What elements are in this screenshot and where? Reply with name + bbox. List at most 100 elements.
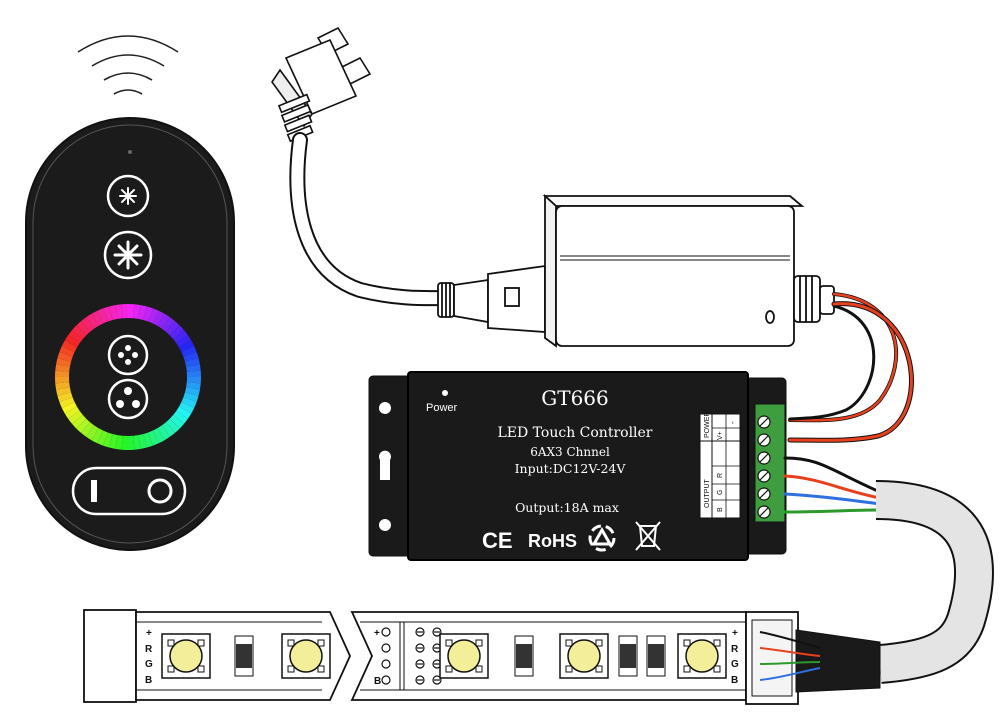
color-ring-segment [81, 317, 95, 332]
color-ring-segment [61, 340, 77, 353]
led-chip [439, 633, 489, 679]
brightness-down-button[interactable] [106, 174, 150, 218]
led-chip [559, 633, 609, 679]
color-ring-segment [109, 433, 118, 449]
brightness-up-button[interactable] [103, 230, 153, 280]
color-ring-segment [157, 313, 170, 329]
color-ring-segment [103, 432, 113, 448]
color-ring-segment [179, 340, 195, 353]
color-ring-segment [97, 308, 108, 324]
controller-input-spec: Input:DC12V-24V [515, 461, 627, 476]
color-ring-segment [173, 330, 188, 344]
color-ring-segment [64, 406, 80, 419]
color-ring-segment [183, 392, 199, 402]
color-ring-segment [143, 306, 153, 322]
color-ring-segment [57, 392, 73, 402]
ac-cord [289, 132, 456, 307]
resistor [646, 635, 666, 677]
weee-bin-icon [635, 521, 661, 551]
color-ring-segment [103, 306, 113, 322]
color-ring-segment [181, 346, 197, 357]
remote-body [25, 117, 235, 551]
color-ring-segment [181, 397, 197, 408]
color-ring-segment [72, 414, 87, 429]
mode-button-2[interactable] [107, 378, 149, 420]
color-ring-segment [115, 304, 123, 319]
strip-end-cap [83, 609, 137, 703]
rohs-mark: RoHS [528, 531, 577, 551]
color-ring-segment [161, 422, 175, 437]
color-ring-segment [86, 425, 99, 441]
color-ring-segment [72, 325, 87, 340]
color-ring-segment [55, 382, 70, 390]
led-controller: Power GT666 LED Touch Controller 6AX3 Ch… [368, 371, 787, 561]
strip-left-plus: + [146, 628, 152, 639]
strip-right-b: B [731, 675, 738, 686]
strip-right-r: R [731, 644, 739, 655]
power-switch[interactable] [71, 466, 187, 516]
color-ring-segment [61, 401, 77, 414]
terminal-b-label: B [717, 507, 724, 512]
color-ring-segment [55, 364, 70, 372]
dc-power-wires [787, 292, 914, 443]
strip-mid-b: B [374, 676, 381, 687]
color-ring-segment [165, 418, 180, 433]
controller-channels: 6AX3 Chnnel [530, 445, 610, 459]
color-ring-segment [165, 321, 180, 336]
led-chip [677, 633, 727, 679]
mode-button-1[interactable] [107, 334, 149, 376]
color-ring-segment [64, 335, 80, 348]
color-ring-segment [133, 435, 141, 450]
remote-control [25, 35, 235, 551]
color-ring-segment [179, 401, 195, 414]
color-ring-segment [97, 430, 108, 446]
color-ring-segment [68, 330, 83, 344]
strip-left-b: B [145, 675, 152, 686]
color-ring-segment [186, 364, 201, 372]
color-ring-segment [59, 397, 75, 408]
recycle-icon [588, 524, 616, 552]
color-ring-segment [186, 382, 201, 390]
color-ring-segment [81, 422, 95, 437]
color-ring-segment [56, 387, 72, 396]
color-ring-segment [169, 325, 184, 340]
controller-model: GT666 [541, 386, 609, 410]
terminal-r-label: R [717, 473, 724, 478]
color-ring-segment [138, 433, 147, 449]
color-ring-segment [143, 432, 153, 448]
resistors [234, 635, 666, 677]
strip-left-g: G [145, 659, 153, 670]
color-ring-segment [91, 428, 104, 444]
color-ring-segment [176, 406, 192, 419]
color-ring-segment [176, 335, 192, 348]
color-ring-segment [152, 310, 165, 326]
color-ring-segment [138, 305, 147, 321]
color-ring-segment [57, 352, 73, 362]
color-ring-segment [157, 425, 170, 441]
color-ring-segment [76, 321, 91, 336]
strip-left-r: R [145, 644, 153, 655]
color-ring-segment [148, 308, 159, 324]
color-ring-segment [161, 317, 175, 332]
led-chip [161, 633, 211, 679]
rgb-output-wires [783, 456, 882, 514]
color-ring-segment [184, 358, 200, 367]
controller-body [407, 371, 749, 561]
color-ring-segment [68, 410, 83, 424]
terminal-minus-label: - [728, 421, 737, 424]
terminal-vplus-label: V+ [717, 431, 724, 440]
wireless-signal-icon [77, 35, 179, 95]
led-strip: + R G B + B + R G B [83, 609, 881, 705]
color-ring-segment [115, 435, 123, 450]
color-ring-segment [86, 313, 99, 329]
color-ring-segment [59, 346, 75, 357]
strip-right-g: G [731, 659, 739, 670]
ce-mark: CE [482, 528, 513, 553]
color-ring-segment [76, 418, 91, 433]
strip-right-plus: + [732, 628, 738, 639]
color-touch-ring[interactable] [54, 303, 202, 451]
color-ring-segment [133, 304, 141, 319]
resistor [618, 635, 638, 677]
ac-power-plug [271, 26, 372, 143]
